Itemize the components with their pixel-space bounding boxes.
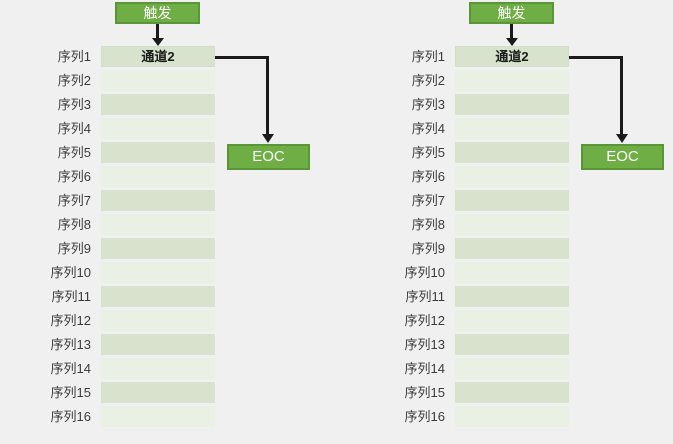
sequence-cell bbox=[101, 358, 215, 379]
eoc-label: EOC bbox=[252, 148, 285, 165]
arrow-line bbox=[156, 24, 159, 39]
sequence-cell bbox=[455, 382, 569, 403]
sequence-label: 序列10 bbox=[404, 265, 445, 280]
sequence-cell bbox=[455, 310, 569, 331]
eoc-box: EOC bbox=[227, 144, 310, 170]
sequence-cell bbox=[455, 94, 569, 115]
arrow-head-down-icon bbox=[506, 38, 518, 46]
sequence-label: 序列13 bbox=[404, 337, 445, 352]
sequence-cell bbox=[101, 334, 215, 355]
sequence-cell bbox=[101, 70, 215, 91]
sequence-cell bbox=[101, 286, 215, 307]
arrow-head-down-icon bbox=[616, 134, 628, 143]
sequence-cell bbox=[101, 310, 215, 331]
sequence-cell bbox=[455, 166, 569, 187]
sequence-cell bbox=[101, 214, 215, 235]
sequence-cell-column: 通道2 bbox=[101, 46, 215, 427]
sequence-cell: 通道2 bbox=[455, 46, 569, 67]
sequence-cell bbox=[455, 286, 569, 307]
trigger-box: 触发 bbox=[469, 2, 554, 24]
sequence-cell-column: 通道2 bbox=[455, 46, 569, 427]
sequence-cell bbox=[455, 142, 569, 163]
sequence-label: 序列7 bbox=[57, 193, 91, 208]
sequence-label: 序列5 bbox=[57, 145, 91, 160]
sequence-panel-left: 触发 序列1 序列2 序列3 序列4 序列5 序列6 序列7 序列8 序列9 序… bbox=[0, 0, 319, 444]
sequence-label: 序列2 bbox=[57, 73, 91, 88]
sequence-label: 序列14 bbox=[404, 361, 445, 376]
sequence-label: 序列14 bbox=[50, 361, 91, 376]
eoc-box: EOC bbox=[581, 144, 664, 170]
sequence-label-column: 序列1 序列2 序列3 序列4 序列5 序列6 序列7 序列8 序列9 序列10… bbox=[354, 46, 445, 427]
sequence-cell bbox=[101, 190, 215, 211]
sequence-cell bbox=[101, 382, 215, 403]
sequence-cell bbox=[101, 166, 215, 187]
sequence-label: 序列15 bbox=[404, 385, 445, 400]
sequence-label: 序列3 bbox=[57, 97, 91, 112]
sequence-cell: 通道2 bbox=[101, 46, 215, 67]
channel-value: 通道2 bbox=[141, 49, 175, 64]
sequence-cell bbox=[101, 238, 215, 259]
channel-value: 通道2 bbox=[495, 49, 529, 64]
sequence-label: 序列16 bbox=[404, 409, 445, 424]
sequence-label: 序列16 bbox=[50, 409, 91, 424]
sequence-cell bbox=[455, 334, 569, 355]
sequence-cell bbox=[455, 262, 569, 283]
sequence-cell bbox=[101, 118, 215, 139]
sequence-cell bbox=[455, 190, 569, 211]
arrow-head-down-icon bbox=[152, 38, 164, 46]
sequence-label-column: 序列1 序列2 序列3 序列4 序列5 序列6 序列7 序列8 序列9 序列10… bbox=[0, 46, 91, 427]
sequence-label: 序列2 bbox=[411, 73, 445, 88]
sequence-label: 序列1 bbox=[411, 49, 445, 64]
sequence-label: 序列12 bbox=[404, 313, 445, 328]
sequence-cell bbox=[455, 238, 569, 259]
sequence-label: 序列8 bbox=[57, 217, 91, 232]
trigger-label: 触发 bbox=[143, 5, 172, 21]
sequence-label: 序列7 bbox=[411, 193, 445, 208]
arrow-line bbox=[569, 56, 623, 59]
sequence-cell bbox=[455, 406, 569, 427]
eoc-label: EOC bbox=[606, 148, 639, 165]
sequence-label: 序列6 bbox=[57, 169, 91, 184]
sequence-label: 序列8 bbox=[411, 217, 445, 232]
sequence-label: 序列9 bbox=[411, 241, 445, 256]
trigger-label: 触发 bbox=[497, 5, 526, 21]
sequence-label: 序列1 bbox=[57, 49, 91, 64]
sequence-cell bbox=[101, 406, 215, 427]
sequence-label: 序列4 bbox=[411, 121, 445, 136]
sequence-label: 序列5 bbox=[411, 145, 445, 160]
sequence-cell bbox=[101, 94, 215, 115]
sequence-label: 序列15 bbox=[50, 385, 91, 400]
arrow-line bbox=[215, 56, 269, 59]
trigger-box: 触发 bbox=[115, 2, 200, 24]
sequence-cell bbox=[455, 214, 569, 235]
arrow-line bbox=[510, 24, 513, 39]
sequence-cell bbox=[101, 262, 215, 283]
sequence-label: 序列12 bbox=[50, 313, 91, 328]
sequence-label: 序列10 bbox=[50, 265, 91, 280]
sequence-label: 序列3 bbox=[411, 97, 445, 112]
sequence-panel-right: 触发 序列1 序列2 序列3 序列4 序列5 序列6 序列7 序列8 序列9 序… bbox=[354, 0, 673, 444]
sequence-label: 序列4 bbox=[57, 121, 91, 136]
sequence-cell bbox=[455, 70, 569, 91]
sequence-label: 序列13 bbox=[50, 337, 91, 352]
sequence-label: 序列9 bbox=[57, 241, 91, 256]
sequence-label: 序列11 bbox=[51, 289, 92, 304]
sequence-label: 序列11 bbox=[405, 289, 446, 304]
sequence-cell bbox=[455, 118, 569, 139]
arrow-line bbox=[620, 56, 623, 135]
arrow-head-down-icon bbox=[262, 134, 274, 143]
sequence-label: 序列6 bbox=[411, 169, 445, 184]
sequence-cell bbox=[101, 142, 215, 163]
arrow-line bbox=[266, 56, 269, 135]
sequence-cell bbox=[455, 358, 569, 379]
